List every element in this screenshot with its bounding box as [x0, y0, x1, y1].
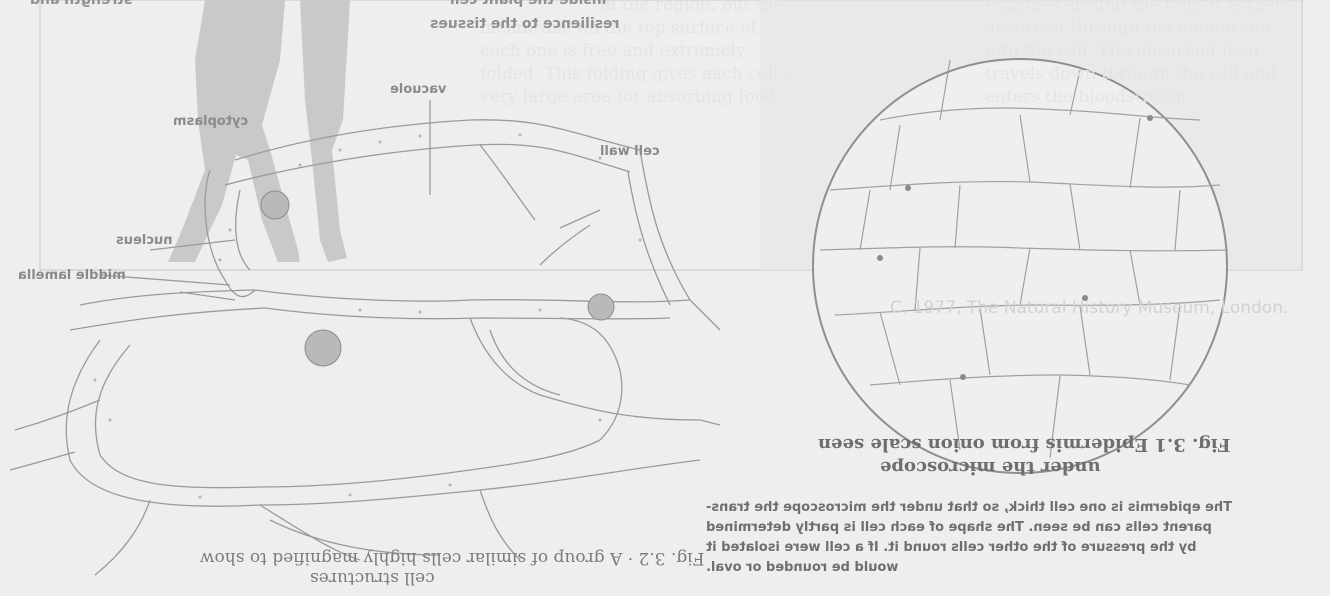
label-cell-wall: cell wall: [600, 144, 660, 159]
copyright-text: C. 1977, The Natural History Museum, Lon…: [890, 298, 1288, 318]
label-top-fragment-1: inside the plant cell: [450, 0, 607, 8]
showthrough-line: absorbed through the membrane: [985, 17, 1286, 40]
fig31-body-line-2: parent cells can be seen. The shape of e…: [706, 520, 1212, 535]
showthrough-line: travels down through the cell and: [985, 63, 1286, 86]
showthrough-line: in the region, but the: [600, 0, 794, 17]
fig31-body-line-4: would be rounded or oval.: [706, 560, 898, 575]
cell-network-diagram: [10, 100, 720, 575]
fig31-body-line-3: by the pressure of the other cells round…: [706, 540, 1196, 555]
fig31-caption-line1: Fig. 3.1 Epidermis from onion scale seen: [818, 434, 1231, 455]
label-cytoplasm: cytoplasm: [173, 114, 248, 129]
label-middle-lamella: middle lamella: [18, 268, 126, 283]
cell-nuclei: [261, 191, 614, 366]
showthrough-line: folded. This folding gives each cell a: [480, 63, 794, 86]
label-top-fragment-3: resilience to the tissues: [430, 16, 619, 32]
label-nucleus: nucleus: [116, 233, 172, 248]
fig31-caption-line2: under the microscope: [880, 457, 1101, 478]
label-vacuole: vacuole: [390, 82, 446, 97]
showthrough-line: each one is free and extremely: [480, 40, 794, 63]
fig32-caption-line2: cell structures: [310, 568, 435, 588]
showthrough-line: very large area for absorbing food.: [480, 86, 794, 109]
microscope-field-diagram: [813, 59, 1228, 473]
fig32-caption-line1: Fig. 3.2 · A group of similar cells high…: [200, 548, 704, 568]
showthrough-line: enters the bloodstream.: [985, 86, 1286, 109]
showthrough-line: enzymes around the fold. It is then: [985, 0, 1286, 17]
fig31-body-line-1: The epidermis is one cell thick, so that…: [706, 500, 1232, 515]
showthrough-line: into the cell. The absorbed food: [985, 40, 1286, 63]
cytoplasm-stipple: [94, 134, 642, 499]
ghost-figure-silhouette: [168, 0, 350, 262]
showthrough-column-right: enzymes around the fold. It is then abso…: [985, 0, 1286, 109]
label-top-fragment-2: strength and: [30, 0, 132, 8]
